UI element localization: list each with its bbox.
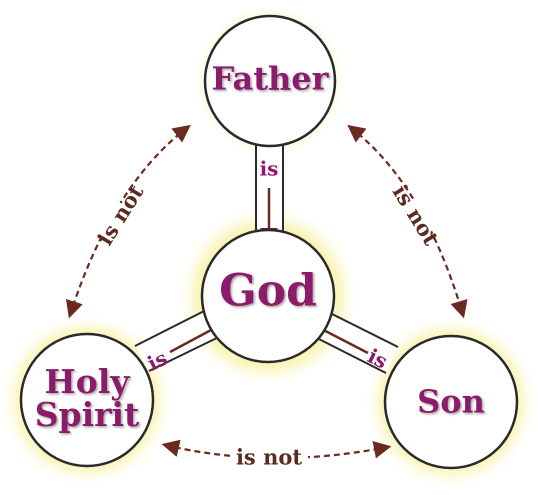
arrow-spirit-son bbox=[161, 439, 392, 460]
connector-spirit-god bbox=[134, 306, 226, 372]
god-circle bbox=[200, 228, 336, 364]
son-circle bbox=[383, 334, 519, 470]
is-label-father-god: is bbox=[260, 157, 279, 181]
is-not-bg-left bbox=[82, 190, 156, 254]
connector-son-god bbox=[308, 307, 399, 374]
holy-spirit-label-line2: Spirit bbox=[35, 395, 140, 434]
god-label: God bbox=[219, 266, 317, 317]
father-circle bbox=[203, 14, 337, 148]
holy-spirit-circle bbox=[19, 332, 155, 468]
father-label: Father bbox=[212, 60, 330, 98]
is-not-label-spirit-son: is not bbox=[236, 445, 302, 470]
holy-spirit-label-line1: Holy bbox=[45, 362, 131, 401]
son-label: Son bbox=[417, 383, 485, 421]
is-not-bg-right bbox=[377, 190, 451, 254]
is-not-bg-bottom bbox=[230, 446, 308, 472]
